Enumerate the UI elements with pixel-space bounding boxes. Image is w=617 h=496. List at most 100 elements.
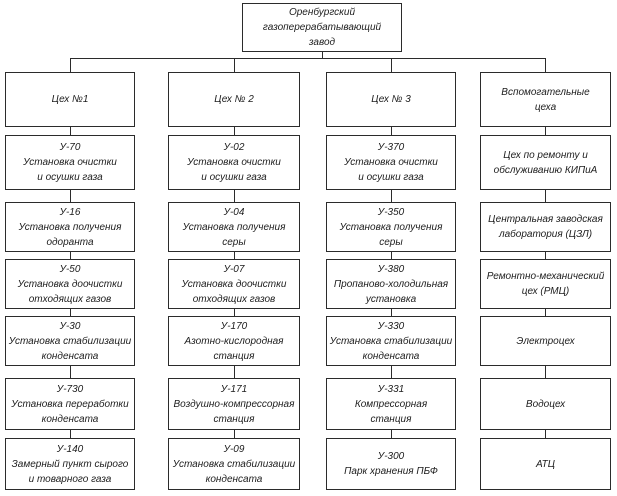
connector: [545, 366, 546, 378]
box-label: Оренбургский газоперерабатывающий завод: [262, 7, 382, 48]
box-code: У-140: [56, 443, 84, 455]
connector: [545, 127, 546, 135]
box-code: У-331: [377, 383, 405, 395]
box-code: У-04: [223, 206, 245, 218]
box-label: Установка очистки и осушки газа: [344, 157, 438, 183]
aux-box-kipia: Цех по ремонту и обслуживанию КИПиА: [480, 135, 611, 190]
connector: [322, 52, 323, 58]
unit-box-u730: У-730 Установка переработки конденсата: [5, 378, 135, 430]
connector: [545, 58, 546, 72]
unit-box-u171: У-171 Воздушно-компрессорная станция: [168, 378, 300, 430]
box-label: Вспомогательные цеха: [501, 86, 590, 113]
unit-box-u30: У-30 Установка стабилизации конденсата: [5, 316, 135, 366]
unit-box-u02: У-02 Установка очистки и осушки газа: [168, 135, 300, 190]
col3-header-box: Цех № 3: [326, 72, 456, 127]
connector: [391, 127, 392, 135]
col2-header-box: Цех № 2: [168, 72, 300, 127]
box-label: Компрессорная станция: [354, 398, 428, 425]
aux-box-czl: Центральная заводская лаборатория (ЦЗЛ): [480, 202, 611, 252]
box-label: Установка получения одоранта: [18, 221, 122, 248]
box-label: Установка доочистки отходящих газов: [17, 278, 123, 305]
connector: [70, 190, 71, 202]
aux-box-atc: АТЦ: [480, 438, 611, 490]
connector: [391, 430, 392, 438]
connector: [391, 190, 392, 202]
connector: [70, 58, 71, 72]
box-label: Установка переработки конденсата: [11, 398, 129, 425]
unit-box-u04: У-04 Установка получения серы: [168, 202, 300, 252]
unit-box-u331: У-331 Компрессорная станция: [326, 378, 456, 430]
connector: [70, 58, 546, 59]
box-code: У-300: [377, 451, 405, 462]
box-code: У-330: [377, 320, 405, 332]
connector: [545, 309, 546, 316]
box-label: Установка очистки и осушки газа: [187, 157, 281, 183]
connector: [391, 309, 392, 316]
connector: [234, 127, 235, 135]
box-code: У-02: [223, 142, 245, 153]
box-code: У-370: [377, 142, 405, 153]
box-label: Установка очистки и осушки газа: [23, 157, 117, 183]
connector: [545, 190, 546, 202]
box-code: У-16: [59, 206, 81, 218]
connector: [70, 366, 71, 378]
box-label: Установка получения серы: [339, 221, 443, 248]
box-code: У-07: [223, 263, 245, 275]
box-label: Установка получения серы: [182, 221, 286, 248]
connector: [234, 58, 235, 72]
connector: [545, 252, 546, 259]
box-label: Цех по ремонту и обслуживанию КИПиА: [493, 149, 598, 176]
connector: [234, 190, 235, 202]
col1-header-box: Цех №1: [5, 72, 135, 127]
unit-box-u07: У-07 Установка доочистки отходящих газов: [168, 259, 300, 309]
box-label: Парк хранения ПБФ: [344, 466, 438, 477]
box-label: Замерный пункт сырого и товарного газа: [11, 458, 129, 485]
unit-box-u300: У-300 Парк хранения ПБФ: [326, 438, 456, 490]
connector: [391, 252, 392, 259]
connector: [545, 430, 546, 438]
box-label: Центральная заводская лаборатория (ЦЗЛ): [488, 214, 603, 240]
connector: [391, 58, 392, 72]
connector: [234, 430, 235, 438]
box-label: Водоцех: [525, 398, 566, 410]
box-code: У-50: [59, 263, 81, 275]
box-code: У-09: [223, 443, 245, 455]
unit-box-u50: У-50 Установка доочистки отходящих газов: [5, 259, 135, 309]
box-code: У-171: [220, 383, 248, 395]
unit-box-u370: У-370 Установка очистки и осушки газа: [326, 135, 456, 190]
box-label: Цех №1: [51, 94, 89, 105]
connector: [70, 309, 71, 316]
box-label: Цех № 2: [214, 94, 254, 105]
unit-box-u350: У-350 Установка получения серы: [326, 202, 456, 252]
connector: [70, 252, 71, 259]
unit-box-u70: У-70 Установка очистки и осушки газа: [5, 135, 135, 190]
box-label: Цех № 3: [371, 94, 411, 105]
unit-box-u16: У-16 Установка получения одоранта: [5, 202, 135, 252]
col4-header-box: Вспомогательные цеха: [480, 72, 611, 127]
connector: [234, 252, 235, 259]
aux-box-electro: Электроцех: [480, 316, 611, 366]
aux-box-rmc: Ремонтно-механический цех (РМЦ): [480, 259, 611, 309]
box-label: Установка стабилизации конденсата: [8, 335, 132, 362]
box-label: Установка доочистки отходящих газов: [181, 278, 287, 305]
unit-box-u380: У-380 Пропаново-холодильная установка: [326, 259, 456, 309]
box-label: Установка стабилизации конденсата: [172, 458, 296, 485]
box-label: Ремонтно-механический цех (РМЦ): [486, 271, 605, 297]
box-label: Азотно-кислородная станция: [184, 335, 284, 362]
unit-box-u170: У-170 Азотно-кислородная станция: [168, 316, 300, 366]
unit-box-u140: У-140 Замерный пункт сырого и товарного …: [5, 438, 135, 490]
box-label: АТЦ: [535, 458, 556, 470]
box-label: Электроцех: [516, 335, 575, 347]
unit-box-u330: У-330 Установка стабилизации конденсата: [326, 316, 456, 366]
connector: [70, 127, 71, 135]
box-code: У-350: [377, 206, 405, 218]
org-root-box: Оренбургский газоперерабатывающий завод: [242, 3, 402, 52]
box-code: У-70: [59, 142, 81, 153]
box-label: Воздушно-компрессорная станция: [173, 398, 295, 425]
connector: [391, 366, 392, 378]
box-code: У-30: [59, 320, 81, 332]
box-label: Пропаново-холодильная установка: [333, 278, 449, 305]
aux-box-vodoceh: Водоцех: [480, 378, 611, 430]
box-code: У-170: [220, 320, 248, 332]
